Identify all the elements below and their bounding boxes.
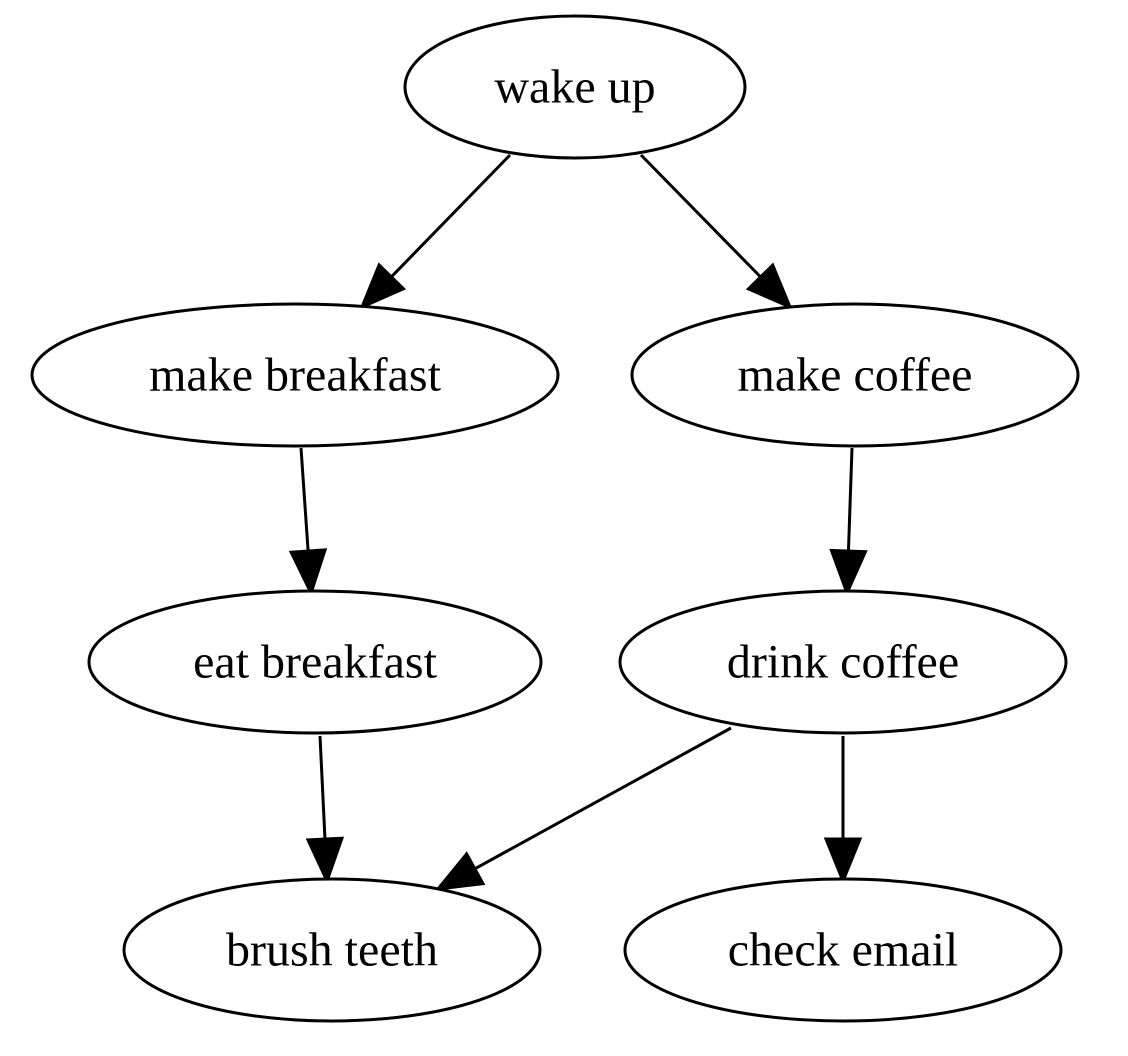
arrowhead-icon [305,836,345,885]
node-ellipse [630,302,1080,448]
node-label: drink coffee [727,636,959,689]
edge-line [390,153,512,278]
node-label: eat breakfast [193,636,438,689]
arrowhead-icon [359,262,407,310]
nodes-layer: wake up make breakfast make coffee eat brea… [30,14,1080,1023]
node-label: make breakfast [149,349,442,402]
node-ellipse [122,877,542,1023]
edge-line [474,726,732,871]
node-drink-coffee: drink coffee [618,589,1068,735]
node-ellipse [30,302,560,448]
node-ellipse [403,14,747,160]
edge-wake-up-to-make-coffee [639,153,793,310]
node-label: wake up [494,61,655,114]
arrowhead-icon [288,548,328,597]
node-label: make coffee [738,349,973,402]
node-ellipse [618,589,1068,735]
edge-line [318,735,327,840]
node-label: check email [728,924,959,977]
edge-make-coffee-to-drink-coffee [829,447,868,597]
edge-line [639,153,762,279]
node-label: brush teeth [226,924,438,977]
edge-eat-breakfast-to-brush-teeth [305,735,345,885]
edges-layer [288,153,868,891]
edge-make-breakfast-to-eat-breakfast [288,447,328,597]
edge-wake-up-to-make-breakfast [359,153,512,310]
node-ellipse [87,589,543,735]
edge-line [846,447,854,552]
node-wake-up: wake up [403,14,747,160]
arrowhead-icon [823,837,863,885]
node-check-email: check email [623,877,1063,1023]
arrowhead-icon [745,262,793,310]
edge-line [299,447,310,552]
node-make-breakfast: make breakfast [30,302,560,448]
edge-drink-coffee-to-check-email [823,736,863,885]
node-ellipse [623,877,1063,1023]
arrowhead-icon [829,548,868,597]
edge-drink-coffee-to-brush-teeth [434,726,732,891]
node-make-coffee: make coffee [630,302,1080,448]
node-brush-teeth: brush teeth [122,877,542,1023]
arrowhead-icon [434,851,486,891]
node-eat-breakfast: eat breakfast [87,589,543,735]
